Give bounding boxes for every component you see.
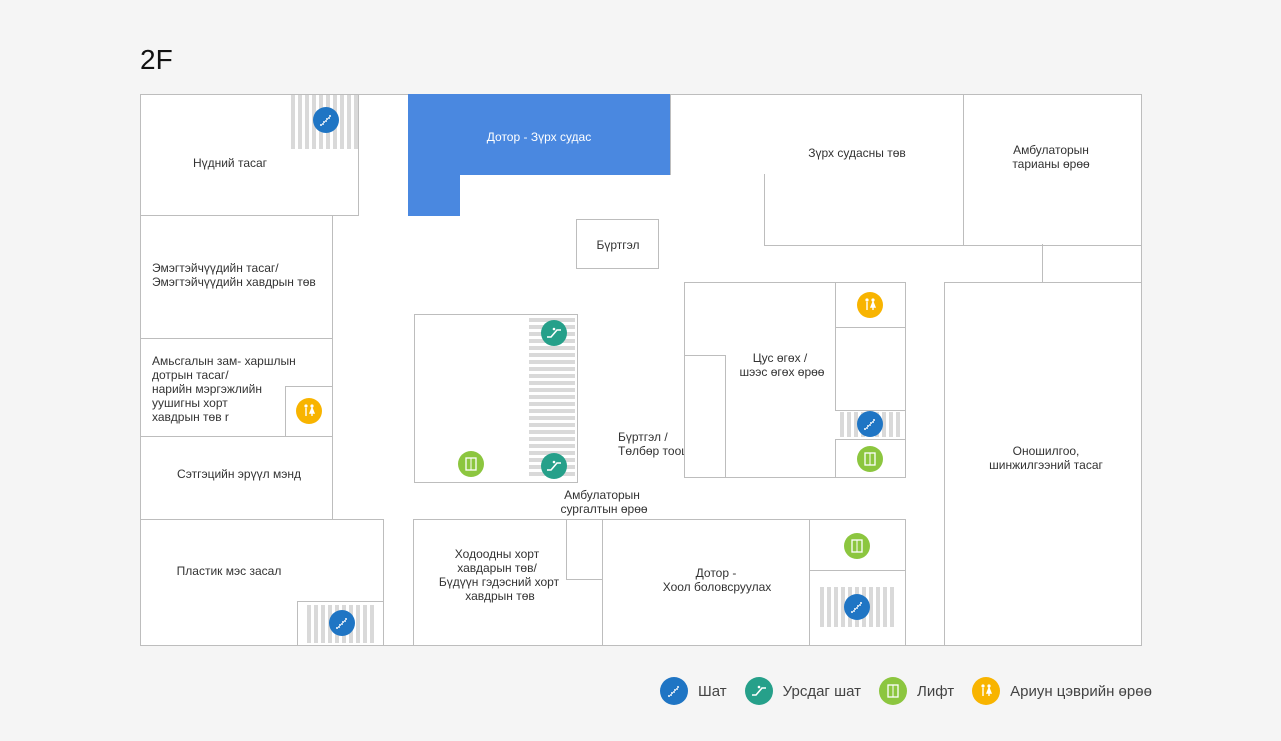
elevator-icon[interactable] (844, 533, 870, 559)
room-diagnosis[interactable] (944, 282, 1142, 646)
room-cardio-internal[interactable] (408, 94, 671, 175)
escalator-icon[interactable] (541, 453, 567, 479)
room-registration-payment-label-2: Төлбөр тооцоо (618, 444, 702, 458)
room-injection-label-2: тарианы өрөө (1012, 157, 1090, 171)
room-heart-center-lower (764, 174, 964, 246)
room-training-label-1: Амбулаторын (564, 488, 640, 502)
room-gyneco-label-1: Эмэгтэйчүүдийн тасаг/ (152, 261, 279, 275)
legend-item-restroom: Ариун цэврийн өрөө (972, 677, 1152, 705)
room-blood-side (684, 355, 726, 478)
room-gyneco-label-2: Эмэгтэйчүүдийн хавдрын төв (152, 275, 316, 289)
room-respiratory-label-5: хавдрын төв r (152, 410, 229, 424)
room-registration-payment-label-1: Бүртгэл / (618, 430, 668, 444)
legend-item-escalator: Урсдаг шат (744, 677, 861, 705)
room-injection-label-1: Амбулаторын (1013, 143, 1089, 157)
elevator-icon[interactable] (857, 446, 883, 472)
legend-label: Ариун цэврийн өрөө (1010, 682, 1152, 700)
room-registration-label: Бүртгэл (596, 238, 640, 252)
room-plastic-label: Пластик мэс засал (176, 564, 282, 578)
room-eye-label: Нүдний тасаг (192, 156, 268, 170)
elevator-icon (879, 677, 907, 705)
room-gastro-label-3: Бүдүүн гэдэсний хорт (438, 575, 560, 589)
stairs-icon[interactable] (844, 594, 870, 620)
legend-item-elevator: Лифт (879, 677, 954, 705)
room-gastro-label-4: хавдрын төв (465, 589, 535, 603)
room-registration[interactable] (576, 219, 659, 269)
room-respiratory-label-1: Амьсгалын зам- харшлын (152, 354, 296, 368)
room-diagnosis-label-1: Оношилгоо, (1012, 444, 1080, 458)
room-gyneco[interactable] (140, 215, 333, 339)
corridor-wall (944, 244, 1043, 283)
room-training-label-2: сургалтын өрөө (560, 502, 648, 516)
room-mental-label: Сэтгэцийн эрүүл мэнд (177, 467, 301, 481)
legend: Шат Урсдаг шат Лифт Ариун цэврийн өрөө (660, 677, 1170, 705)
room-digestive-label-1: Дотор - (695, 566, 737, 580)
room-blood-label-1: Цус өгөх / (752, 351, 808, 365)
room-injection[interactable] (963, 94, 1142, 246)
room-respiratory-label-4: уушигны хорт (152, 396, 228, 410)
restroom-icon[interactable] (296, 398, 322, 424)
stairs-icon[interactable] (313, 107, 339, 133)
room-respiratory-label-3: нарийн мэргэжлийн (152, 382, 262, 396)
room-heart-center[interactable] (670, 94, 964, 175)
room-diagnosis-label-2: шинжилгээний тасаг (989, 458, 1103, 472)
legend-label: Урсдаг шат (782, 682, 861, 700)
restroom-icon[interactable] (857, 292, 883, 318)
escalator-icon (744, 677, 773, 705)
room-digestive-label-2: Хоол боловсруулах (662, 580, 772, 594)
floor-title: 2F (140, 44, 173, 75)
stairs-icon[interactable] (857, 411, 883, 437)
stairs-icon (660, 677, 688, 705)
escalator-icon[interactable] (541, 320, 567, 346)
restroom-icon (972, 677, 1001, 705)
stairs-icon[interactable] (329, 610, 355, 636)
room-blood-label-2: шээс өгөх өрөө (739, 365, 825, 379)
legend-label: Шат (698, 682, 727, 700)
room-digestive[interactable] (602, 519, 810, 646)
room-cardio-internal-ext[interactable] (408, 170, 460, 216)
service-room (835, 327, 906, 411)
legend-item-stairs: Шат (660, 677, 727, 705)
room-cardio-internal-label: Дотор - Зүрх судас (486, 130, 592, 144)
room-gastro-label-1: Ходоодны хорт (454, 547, 540, 561)
room-respiratory-label-2: дотрын тасаг/ (152, 368, 229, 382)
room-gastro-label-2: хавдарын төв/ (457, 561, 537, 575)
elevator-icon[interactable] (458, 451, 484, 477)
room-heart-center-label: Зүрх судасны төв (808, 146, 906, 160)
legend-label: Лифт (917, 682, 955, 700)
